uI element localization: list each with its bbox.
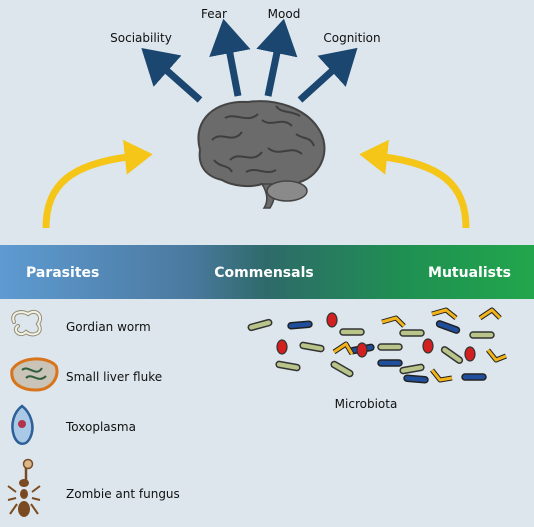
- microbiota-label: Microbiota: [335, 397, 398, 411]
- band-label-mutualists: Mutualists: [428, 265, 511, 281]
- band-label-commensals: Commensals: [214, 265, 313, 281]
- right-influence-arrow: [359, 139, 470, 229]
- gordian-worm-icon: [11, 309, 43, 337]
- label-mood: Mood: [268, 7, 301, 21]
- label-sociability: Sociability: [110, 31, 172, 45]
- arrow-to-mood: [256, 18, 298, 97]
- arrow-to-fear: [209, 18, 251, 97]
- toxoplasma-icon: [11, 404, 34, 445]
- label-cognition: Cognition: [323, 31, 380, 45]
- arrow-to-sociability: [141, 47, 203, 103]
- left-influence-arrow: [42, 139, 153, 229]
- band-label-parasites: Parasites: [26, 265, 99, 281]
- organism-label-liver-fluke: Small liver fluke: [66, 370, 162, 384]
- organism-label-zombie-ant-fungus: Zombie ant fungus: [66, 487, 180, 501]
- organism-label-gordian-worm: Gordian worm: [66, 320, 151, 334]
- arrow-to-cognition: [297, 47, 358, 103]
- liver-fluke-icon: [10, 357, 59, 392]
- brain-icon: [197, 100, 326, 209]
- microbiota-icon: [247, 307, 507, 384]
- zombie-ant-fungus-icon: [7, 458, 41, 517]
- spectrum-band: [0, 245, 534, 299]
- organism-label-toxoplasma: Toxoplasma: [65, 420, 136, 434]
- label-fear: Fear: [201, 7, 227, 21]
